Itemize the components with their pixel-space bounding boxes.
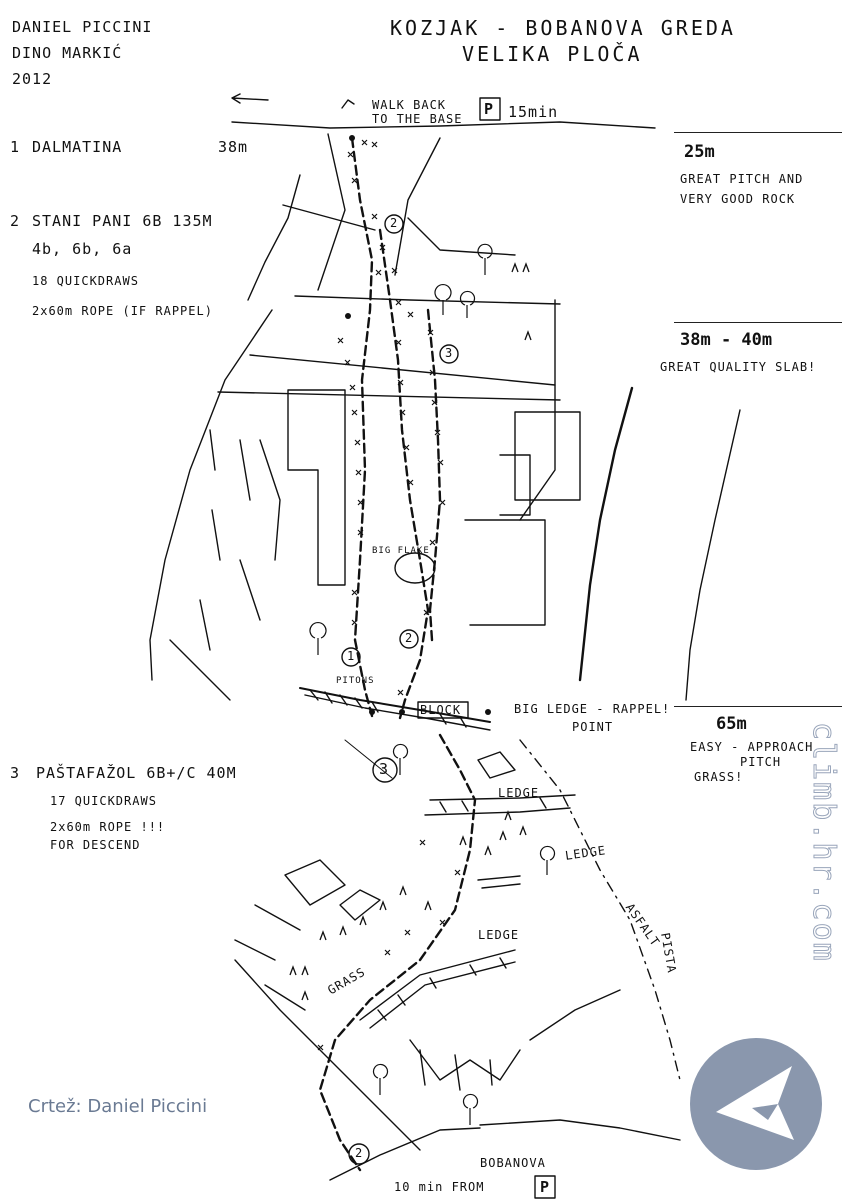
route-3-name: PAŠTAFAŽOL 6b+/c 40m xyxy=(36,764,237,782)
route-2-rope: 2x60m ROPE (IF RAPPEL) xyxy=(32,304,213,318)
route-3-rope: 2x60m ROPE !!! xyxy=(50,820,166,834)
marker-1: 1 xyxy=(347,649,356,663)
route-1-line xyxy=(350,136,374,718)
marker-2-bottom: 2 xyxy=(355,1146,364,1160)
arrow-left xyxy=(231,93,269,104)
walk-back-line-2: TO THE BASE xyxy=(372,112,463,126)
big-flake-label: BIG FLAKE xyxy=(372,546,430,556)
route-1-length: 38m xyxy=(218,138,249,156)
route-3-line xyxy=(426,308,442,642)
pitch-3-note-3: GRASS! xyxy=(694,770,744,784)
pitch-1-length: 25m xyxy=(684,142,715,162)
marker-2-top: 2 xyxy=(390,216,399,230)
ledge-label-3: LEDGE xyxy=(478,928,520,942)
author-1: DANIEL PICCINI xyxy=(12,18,153,36)
title-line-1: KOZJAK - BOBANOVA GREDA xyxy=(390,16,736,40)
pitch-divider-2 xyxy=(674,322,842,323)
pitch-divider-1 xyxy=(674,132,842,133)
pitons-label: PITONS xyxy=(336,676,375,686)
pitch-3-note-1: EASY - APPROACH xyxy=(690,740,814,754)
route-2-line xyxy=(378,228,430,720)
route-2-num: 2 xyxy=(10,212,21,230)
walk-back-line-1: WALK BACK xyxy=(372,98,447,112)
title-line-2: VELIKA PLOČA xyxy=(462,42,643,66)
route-3-quickdraws: 17 QUICKDRAWS xyxy=(50,794,157,808)
left-face xyxy=(149,309,273,681)
approach-time: 10 min FROM xyxy=(394,1180,485,1194)
rappel-label-2: POINT xyxy=(572,720,614,734)
vertical-watermark-text: climb.hr.com xyxy=(806,722,841,963)
marker-3-text: 3 xyxy=(379,760,390,778)
block-label: BLOCK xyxy=(420,703,462,717)
drawing-credit: Crtež: Daniel Piccini xyxy=(28,1096,208,1117)
route-2-quickdraws: 18 QUICKDRAWS xyxy=(32,274,139,288)
pitch-3-note-2: PITCH xyxy=(740,755,782,769)
author-2: DINO MARKIĆ xyxy=(12,44,123,62)
marker-2-mid: 2 xyxy=(405,631,414,645)
pitch-2-length: 38m - 40m xyxy=(680,330,773,350)
route-2-grades: 4b, 6b, 6a xyxy=(32,240,133,258)
parking-time-top: 15min xyxy=(508,103,559,121)
top-ridge xyxy=(231,121,656,129)
pitch-1-note-2: VERY GOOD ROCK xyxy=(680,192,796,206)
ledge-1 xyxy=(424,794,576,816)
base-label: BOBANOVA xyxy=(480,1156,546,1170)
big-flake-shape xyxy=(394,552,436,584)
route-3-num: 3 xyxy=(10,764,21,782)
parking-symbol-top: P xyxy=(484,100,495,118)
pitch-2-note-1: GREAT QUALITY SLAB! xyxy=(660,360,817,374)
upper-gully xyxy=(317,133,441,291)
ledge-label-1: LEDGE xyxy=(498,786,540,800)
pitch-3-length: 65m xyxy=(716,714,747,734)
parking-symbol-bottom: P xyxy=(540,1178,551,1196)
ledge-2 xyxy=(359,949,516,1029)
approach-line xyxy=(318,733,477,1172)
rappel-label-1: BIG LEDGE - RAPPEL! xyxy=(514,702,671,716)
route-1-name: DALMATINA xyxy=(32,138,123,156)
year: 2012 xyxy=(12,70,53,88)
route-2-name: STANI PANI 6b 135m xyxy=(32,212,213,230)
route-3-descend: FOR DESCEND xyxy=(50,838,141,852)
pitch-1-note-1: GREAT PITCH AND xyxy=(680,172,804,186)
route-1-num: 1 xyxy=(10,138,21,156)
big-ledge xyxy=(299,687,491,723)
pitch-divider-3 xyxy=(674,706,842,707)
vertical-watermark: climb.hr.com xyxy=(784,712,844,1042)
logo-icon xyxy=(688,1036,824,1172)
asphalt-trail xyxy=(519,739,681,1081)
marker-3: 3 xyxy=(445,346,454,360)
